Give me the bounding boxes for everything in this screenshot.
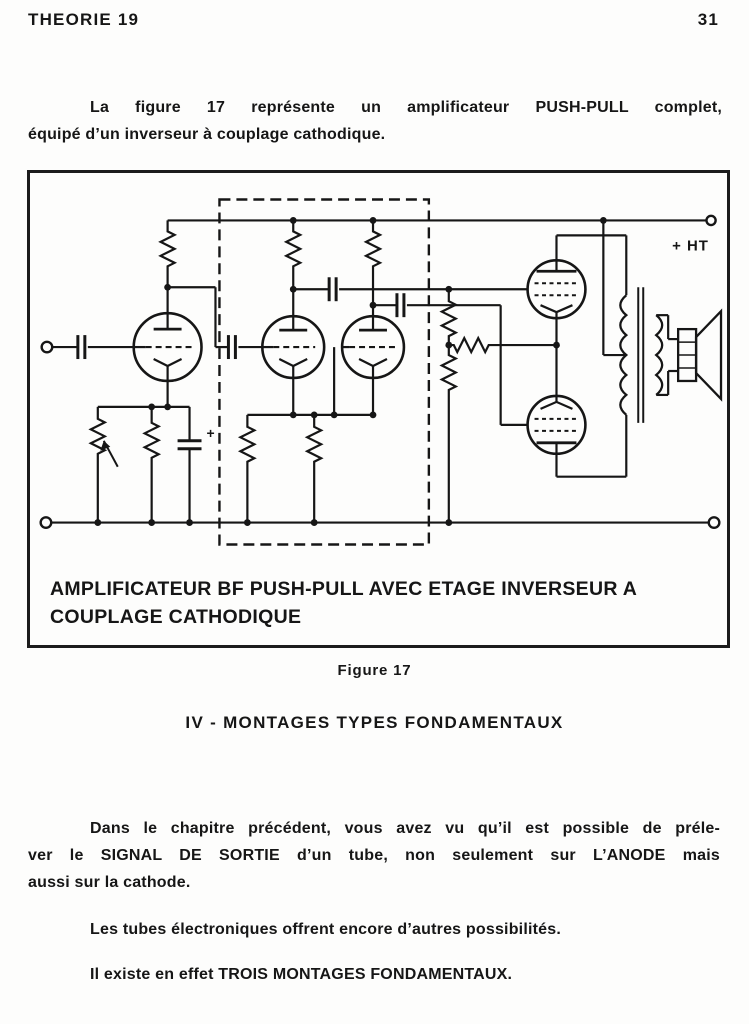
divider-resistor-upper-icon [439,289,459,346]
triode-v3-icon [340,314,406,380]
plate-resistor-v1-icon [158,220,178,330]
output-tube-lower-icon [526,394,587,456]
ground-terminal-left [39,516,53,530]
figure-label: Figure 17 [337,662,412,679]
body-line: aussi sur la cathode. [28,874,191,891]
output-tube-upper-icon [526,259,587,320]
coupling-capacitor-3-icon [395,293,406,318]
potentiometer-arrow-icon [100,440,119,468]
figure-caption: AMPLIFICATEUR BF PUSH-PULL AVEC ETAGE IN… [50,575,637,631]
ht-terminal [705,214,717,227]
book-title: THEORIE 19 [28,10,140,29]
body-paragraph-1: Dans le chapitre précédent, vous avez vu… [28,815,720,896]
divider-resistor-lower-icon [439,345,459,523]
potentiometer-icon [88,406,108,523]
speaker-icon [676,308,723,402]
capacitor-icons [76,277,406,451]
cathode-bypass-capacitor-icon [177,439,202,451]
body-line: Dans le chapitre précédent, vous avez vu… [90,820,720,837]
plate-resistor-v2-icon [283,220,303,331]
intro-line: La figure 17 représente un amplificateur… [90,99,722,116]
circuit-schematic: + [39,198,723,546]
tube-icons [132,259,587,456]
page-number: 31 [697,10,719,29]
page-header: THEORIE 19 31 [28,10,719,30]
body-line: Les tubes électroniques offrent encore d… [90,921,561,938]
cathode-resistor-inv2-icon [304,414,324,523]
input-terminal [40,340,54,354]
cathode-resistor-inv1-icon [237,414,257,523]
output-transformer-icon [619,287,664,423]
section-heading: IV - MONTAGES TYPES FONDAMENTAUX [185,713,564,732]
circuit-wires [51,219,709,524]
triode-v1-icon [132,311,203,383]
triode-v2-icon [261,314,326,380]
figure-caption-line: AMPLIFICATEUR BF PUSH-PULL AVEC ETAGE IN… [50,578,638,600]
intro-paragraph: La figure 17 représente un amplificateur… [28,94,722,148]
circuit-terminals [39,214,721,530]
body-paragraph-3: Il existe en effet TROIS MONTAGES FONDAM… [28,966,720,984]
coupling-capacitor-1-icon [226,335,237,360]
figure-17-box: + [27,170,730,648]
cathode-resistor-v1-icon [142,406,162,523]
input-coupling-capacitor-icon [76,335,87,360]
body-paragraph-2: Les tubes électroniques offrent encore d… [28,921,720,939]
body-line: ver le SIGNAL DE SORTIE d’un tube, non s… [28,847,720,864]
junction-dots [94,217,607,526]
bias-resistor-icon [448,335,557,355]
ground-terminal-right [707,516,721,530]
inverter-dashed-outline [218,198,431,546]
coupling-capacitor-2-icon [327,277,338,302]
intro-line: équipé d’un inverseur à couplage cathodi… [28,126,386,143]
capacitor-plus-label: + [206,425,214,441]
plate-resistor-v3-icon [363,220,383,331]
resistor-icons [88,220,557,523]
figure-caption-line: COUPLAGE CATHODIQUE [50,606,302,628]
body-line: Il existe en effet TROIS MONTAGES FONDAM… [90,966,513,983]
ht-label: + HT [672,237,709,254]
